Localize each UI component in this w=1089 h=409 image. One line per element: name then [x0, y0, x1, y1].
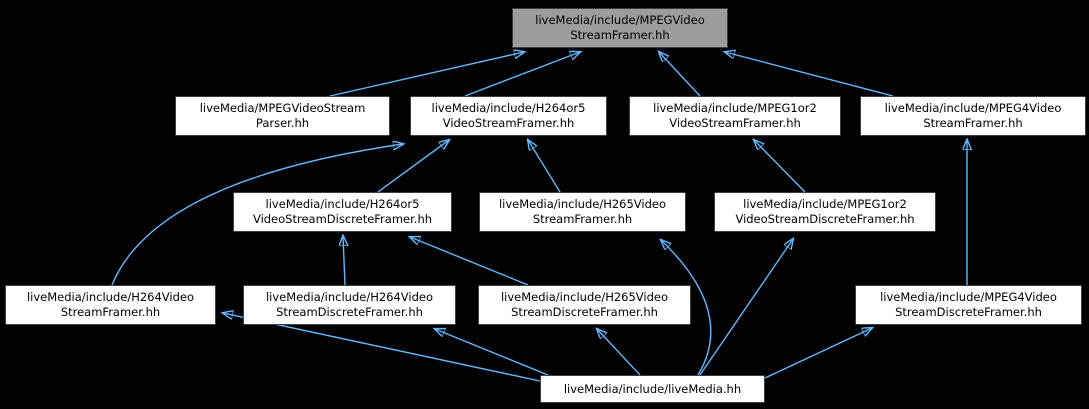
include-edge-mpeg1or2-video-stream-framer-to-mpeg-video-stream-framer [659, 52, 701, 97]
include-edge-livemedia-to-h265-video-stream-framer [661, 240, 712, 376]
node-label-line: VideoStreamFramer.hh [442, 116, 575, 130]
node-label-line: StreamFramer.hh [60, 305, 161, 319]
node-label-line: StreamDiscreteFramer.hh [511, 305, 658, 319]
node-label-line: VideoStreamFramer.hh [669, 116, 801, 130]
include-edge-h265-video-stream-framer-to-h264or5-video-stream-framer [528, 140, 561, 193]
include-edge-h265-video-stream-discrete-framer-to-h264or5-video-stream-discrete-framer [410, 237, 529, 286]
include-edge-mpeg4-video-stream-framer-to-mpeg-video-stream-framer [725, 52, 894, 97]
node-label-line: VideoStreamDiscreteFramer.hh [735, 212, 915, 226]
include-edge-h264-video-stream-framer-to-h264or5-video-stream-framer [111, 144, 403, 286]
include-edge-h264or5-video-stream-discrete-framer-to-h264or5-video-stream-framer [377, 140, 449, 193]
include-edge-mpeg1or2-video-stream-discrete-framer-to-mpeg1or2-video-stream-framer [754, 140, 806, 193]
node-label-line: liveMedia/MPEGVideoStream [199, 101, 366, 115]
node-label-line: StreamFramer.hh [923, 116, 1023, 130]
node-label-line: liveMedia/include/H264Video [265, 290, 434, 304]
node-label-line: liveMedia/include/H264or5 [431, 101, 586, 115]
include-edge-mpeg-video-stream-parser-to-mpeg-video-stream-framer [329, 52, 524, 97]
node-label-line: liveMedia/include/MPEGVideo [535, 13, 705, 27]
node-label-line: StreamFramer.hh [570, 28, 670, 42]
node-label-line: Parser.hh [255, 116, 310, 130]
node-label-line: StreamDiscreteFramer.hh [895, 305, 1042, 319]
node-label-line: liveMedia/include/liveMedia.hh [563, 381, 742, 396]
node-label-line: liveMedia/include/H265Video [500, 290, 669, 304]
graph-node-livemedia[interactable]: liveMedia/include/liveMedia.hh [540, 375, 765, 403]
include-edge-livemedia-to-h264-video-stream-discrete-framer [435, 329, 549, 376]
include-edge-livemedia-to-mpeg1or2-video-stream-discrete-framer [699, 239, 793, 376]
include-edge-h264or5-video-stream-framer-to-mpeg-video-stream-framer [464, 52, 580, 97]
node-label-line: StreamFramer.hh [532, 212, 633, 226]
node-label-line: liveMedia/include/H264or5 [265, 197, 420, 211]
node-label-line: liveMedia/include/H264Video [26, 290, 195, 304]
node-label-line: liveMedia/include/MPEG4Video [884, 101, 1062, 115]
node-label-line: liveMedia/include/H265Video [498, 197, 667, 211]
node-label-line: liveMedia/include/MPEG1or2 [743, 197, 907, 211]
include-edge-livemedia-to-mpeg4-video-stream-discrete-framer [764, 328, 872, 379]
include-edge-h264-video-stream-discrete-framer-to-h264or5-video-stream-discrete-framer [343, 236, 345, 286]
node-label-line: StreamDiscreteFramer.hh [276, 305, 423, 319]
node-label-line: liveMedia/include/MPEG4Video [880, 290, 1057, 304]
include-edge-livemedia-to-h265-video-stream-discrete-framer [597, 329, 641, 376]
node-label-line: VideoStreamDiscreteFramer.hh [252, 212, 433, 226]
node-label-line: liveMedia/include/MPEG1or2 [653, 101, 817, 115]
